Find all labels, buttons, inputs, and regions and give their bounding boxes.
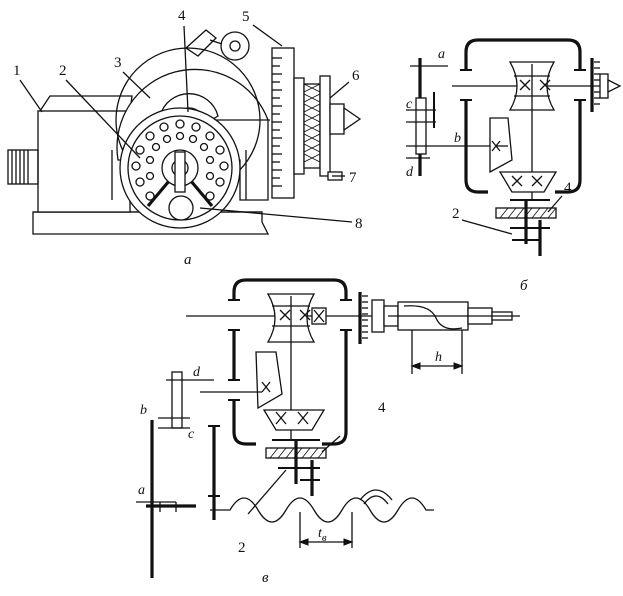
dimension-t: tв <box>318 526 327 544</box>
gear-label-b-v: b <box>140 403 147 418</box>
dimension-t-symbol: t <box>318 526 323 541</box>
callout-2: 2 <box>59 63 67 79</box>
caption-a: а <box>184 252 192 268</box>
callout-3: 3 <box>114 55 122 71</box>
callout-5: 5 <box>242 9 250 25</box>
gear-label-c: c <box>406 97 413 112</box>
callout-v-4: 4 <box>378 400 386 416</box>
gear-label-d-v: d <box>193 365 201 380</box>
callout-8: 8 <box>355 216 363 232</box>
callout-b-2: 2 <box>452 206 460 222</box>
callout-7: 7 <box>349 170 357 186</box>
callout-1: 1 <box>13 63 21 79</box>
figure-b-kinematic-scheme: a c b d 4 2 б <box>406 38 622 294</box>
gear-label-b: b <box>454 131 461 146</box>
figure-a-dividing-head: 1 2 3 4 5 6 7 8 а <box>7 8 363 268</box>
caption-b: б <box>520 278 528 294</box>
dimension-h: h <box>435 350 442 365</box>
callout-6: 6 <box>352 68 360 84</box>
figure-v-helical-milling-scheme: h <box>136 278 520 586</box>
callout-b-4: 4 <box>564 180 572 196</box>
callout-v-2: 2 <box>238 540 246 556</box>
gear-label-a-v: a <box>138 483 145 498</box>
gear-label-d: d <box>406 165 414 180</box>
dimension-t-subscript: в <box>322 532 327 544</box>
caption-v: в <box>262 570 269 586</box>
gear-label-a: a <box>438 47 445 62</box>
callout-4: 4 <box>178 8 186 24</box>
gear-label-c-v: c <box>188 427 195 442</box>
